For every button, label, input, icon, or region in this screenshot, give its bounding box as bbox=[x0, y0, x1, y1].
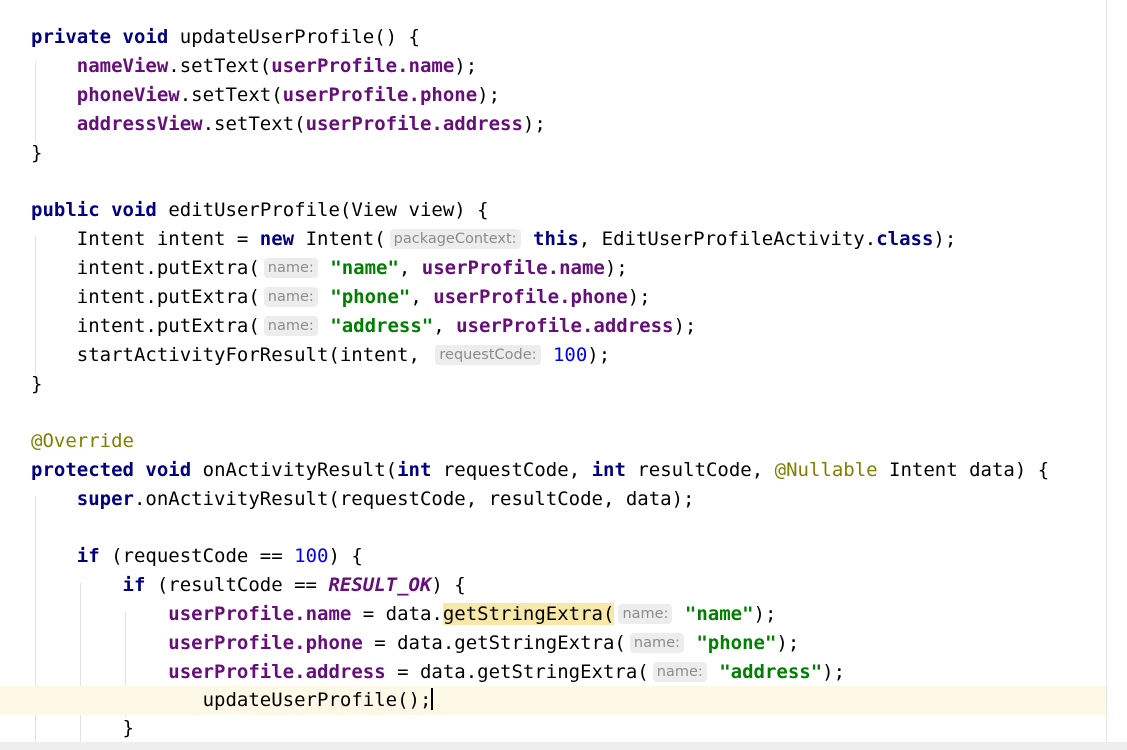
code-line[interactable]: startActivityForResult(intent, requestCo… bbox=[76, 344, 611, 366]
code-line[interactable]: userProfile.name = data.getStringExtra(n… bbox=[168, 603, 777, 625]
right-margin-guide bbox=[1106, 0, 1107, 750]
code-line[interactable]: intent.putExtra(name: "address", userPro… bbox=[76, 315, 697, 337]
current-line[interactable]: updateUserProfile(); bbox=[0, 686, 1108, 715]
annotation: @Override bbox=[31, 430, 134, 452]
keyword: private bbox=[31, 26, 112, 48]
indent-guide bbox=[35, 62, 36, 142]
code-line[interactable]: intent.putExtra(name: "phone", userProfi… bbox=[76, 286, 651, 308]
code-line[interactable]: if (requestCode == 100) { bbox=[76, 545, 363, 567]
indent-guide bbox=[35, 496, 36, 746]
method-name: updateUserProfile bbox=[179, 26, 375, 48]
method-name: editUserProfile bbox=[168, 199, 340, 221]
parameter-hint: requestCode: bbox=[435, 345, 541, 365]
code-line[interactable]: } bbox=[31, 373, 43, 395]
code-line[interactable]: protected void onActivityResult(int requ… bbox=[31, 459, 1050, 481]
method-name: onActivityResult( bbox=[202, 459, 398, 481]
code-line[interactable]: private void updateUserProfile() { bbox=[31, 26, 420, 48]
indent-guide bbox=[125, 612, 126, 717]
code-line[interactable]: userProfile.phone = data.getStringExtra(… bbox=[168, 632, 800, 654]
code-line[interactable]: addressView.setText(userProfile.address)… bbox=[76, 113, 546, 135]
code-line[interactable]: if (resultCode == RESULT_OK) { bbox=[122, 574, 466, 596]
code-line[interactable]: } bbox=[31, 142, 43, 164]
code-line[interactable]: userProfile.address = data.getStringExtr… bbox=[168, 661, 846, 683]
code-line[interactable]: public void editUserProfile(View view) { bbox=[31, 199, 489, 221]
indent-guide bbox=[80, 583, 81, 746]
indent-guide bbox=[35, 236, 36, 374]
code-line[interactable]: intent.putExtra(name: "name", userProfil… bbox=[76, 257, 628, 279]
parameter-hint: name: bbox=[652, 662, 707, 682]
keyword: void bbox=[122, 26, 169, 48]
parameter-hint: name: bbox=[618, 604, 673, 624]
parameter-hint: name: bbox=[263, 287, 318, 307]
parameter-hint: name: bbox=[629, 633, 684, 653]
horizontal-scrollbar[interactable] bbox=[0, 742, 1127, 750]
parameter-hint: name: bbox=[263, 258, 318, 278]
text-caret bbox=[431, 688, 434, 710]
code-line[interactable]: @Override bbox=[31, 427, 134, 456]
code-line[interactable]: } bbox=[122, 717, 134, 739]
parameter-hint: name: bbox=[263, 316, 318, 336]
code-line[interactable]: nameView.setText(userProfile.name); bbox=[76, 55, 478, 77]
usage-highlight: getStringExtra( bbox=[442, 603, 615, 625]
code-line[interactable]: Intent intent = new Intent(packageContex… bbox=[76, 228, 957, 250]
code-line[interactable]: super.onActivityResult(requestCode, resu… bbox=[76, 488, 695, 510]
parameter-hint: packageContext: bbox=[389, 229, 521, 249]
code-line[interactable]: phoneView.setText(userProfile.phone); bbox=[76, 84, 501, 106]
